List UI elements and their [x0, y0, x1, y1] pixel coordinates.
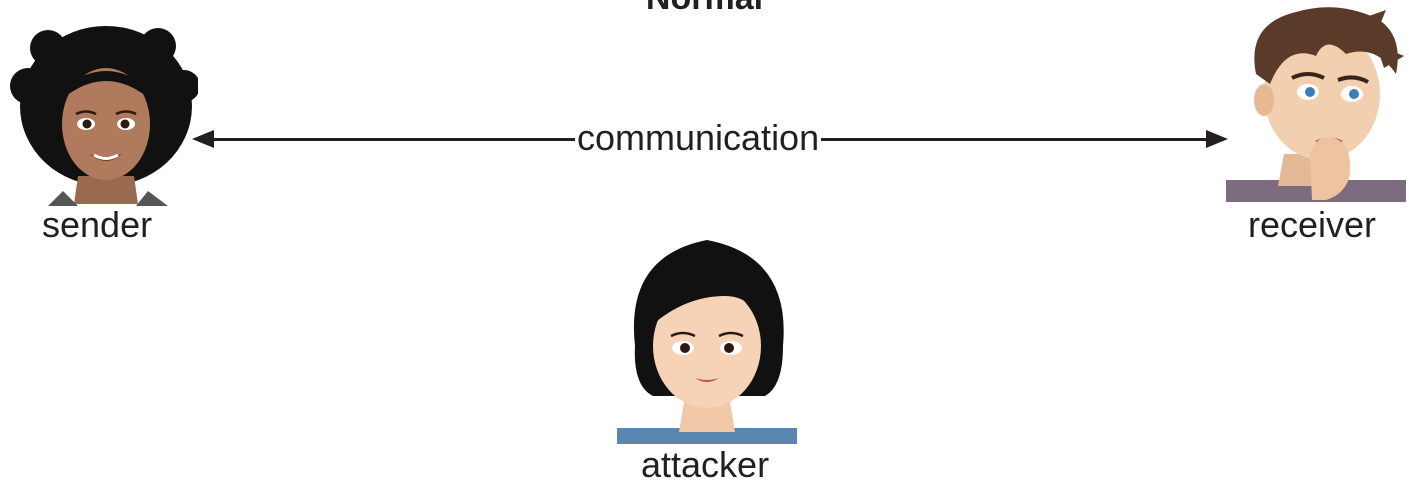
attacker-portrait-icon: [615, 236, 799, 444]
arrowhead-left-icon: [192, 130, 214, 148]
diagram-title: Normal: [0, 0, 1409, 18]
sender-portrait-icon: [8, 26, 198, 206]
communication-label: communication: [575, 117, 822, 158]
arrowhead-right-icon: [1206, 130, 1228, 148]
receiver-label: receiver: [1248, 204, 1377, 245]
sender-label: sender: [42, 204, 153, 245]
attacker-label: attacker: [641, 444, 770, 485]
receiver-portrait-icon: [1226, 4, 1406, 202]
